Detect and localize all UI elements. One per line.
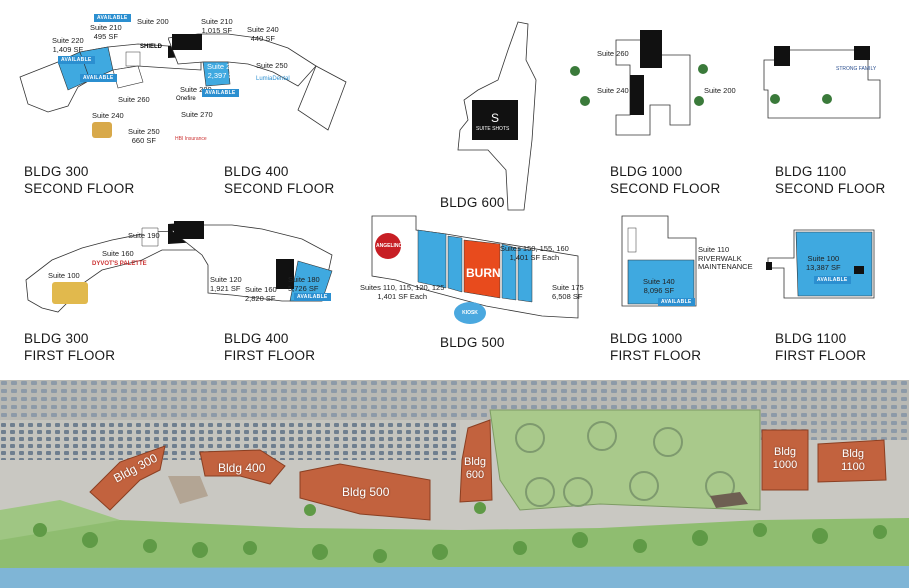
bldg400-second-floor-plan	[168, 33, 347, 131]
kiosk-marker: KIOSK	[454, 302, 486, 324]
suite-240-label: Suite 240	[92, 111, 124, 120]
bldg1100-second-floor-plan	[763, 46, 881, 119]
strong-family-logo: STRONG FAMILY	[836, 66, 877, 72]
bldg500-plan	[371, 215, 579, 319]
tenant-logo-icon	[92, 122, 112, 138]
suite-250-label: Suite 250	[256, 61, 288, 70]
aerial-label-bldg500: Bldg 500	[342, 485, 390, 499]
suite-280-label: Suite 280	[180, 85, 212, 94]
suite-100-label: Suite 100	[48, 271, 80, 280]
suite-200-label: Suite 200	[137, 17, 169, 26]
suite-190-label: Suite 190	[128, 231, 160, 240]
suite-240-label: Suite 240	[597, 86, 629, 95]
available-badge: AVAILABLE	[814, 276, 851, 284]
dyvots-palette-logo: DYVOT'S PALETTE	[92, 261, 147, 267]
bldg500-title: BLDG 500	[440, 335, 505, 350]
aerial-label-bldg600: Bldg 600	[463, 456, 487, 481]
tenant-logo-icon	[770, 94, 780, 104]
tenant-logo-icon	[580, 96, 590, 106]
angelinos-logo: ANGELINO'S	[376, 243, 407, 249]
bldg1000-second-floor-plan	[615, 30, 691, 136]
suite-260-label: Suite 260	[118, 95, 150, 104]
tenant-logo-icon	[52, 282, 88, 304]
bldg400-first-floor-plan	[172, 221, 333, 302]
aerial-label-bldg1100: Bldg 1100	[841, 448, 865, 473]
suite-270-label: Suite 270	[181, 110, 213, 119]
bldg600-title: BLDG 600	[440, 195, 505, 210]
aerial-label-bldg400: Bldg 400	[218, 461, 266, 475]
hbi-insurance-logo: HBI Insurance	[175, 136, 207, 142]
suite-160-label: Suite 160	[102, 249, 134, 258]
suite-200-label: Suite 200	[704, 86, 736, 95]
available-badge: AVAILABLE	[202, 89, 239, 97]
available-badge: AVAILABLE	[58, 56, 95, 64]
bldg1000-first-floor-plan	[621, 215, 697, 307]
aerial-site-map	[0, 380, 909, 588]
burn-logo: BURN	[466, 266, 501, 280]
shield-logo: SHIELD	[140, 44, 163, 50]
suite-shots-logo: SUITE SHOTS	[476, 126, 510, 132]
available-badge: AVAILABLE	[294, 293, 331, 301]
available-badge: AVAILABLE	[94, 14, 131, 22]
tenant-logo-icon	[698, 64, 708, 74]
svg-text:S: S	[491, 111, 499, 125]
suite-260-label: Suite 260	[597, 49, 629, 58]
tenant-logo-icon	[694, 96, 704, 106]
lumia-dental-logo: LumiaDental	[256, 76, 290, 82]
bldg600-plan: S	[457, 21, 537, 211]
onefire-logo: Onefire	[176, 96, 196, 102]
available-badge: AVAILABLE	[658, 298, 695, 306]
available-badge: AVAILABLE	[80, 74, 117, 82]
tenant-logo-icon	[822, 94, 832, 104]
aerial-label-bldg1000: Bldg 1000	[772, 446, 798, 471]
tenant-logo-icon	[570, 66, 580, 76]
